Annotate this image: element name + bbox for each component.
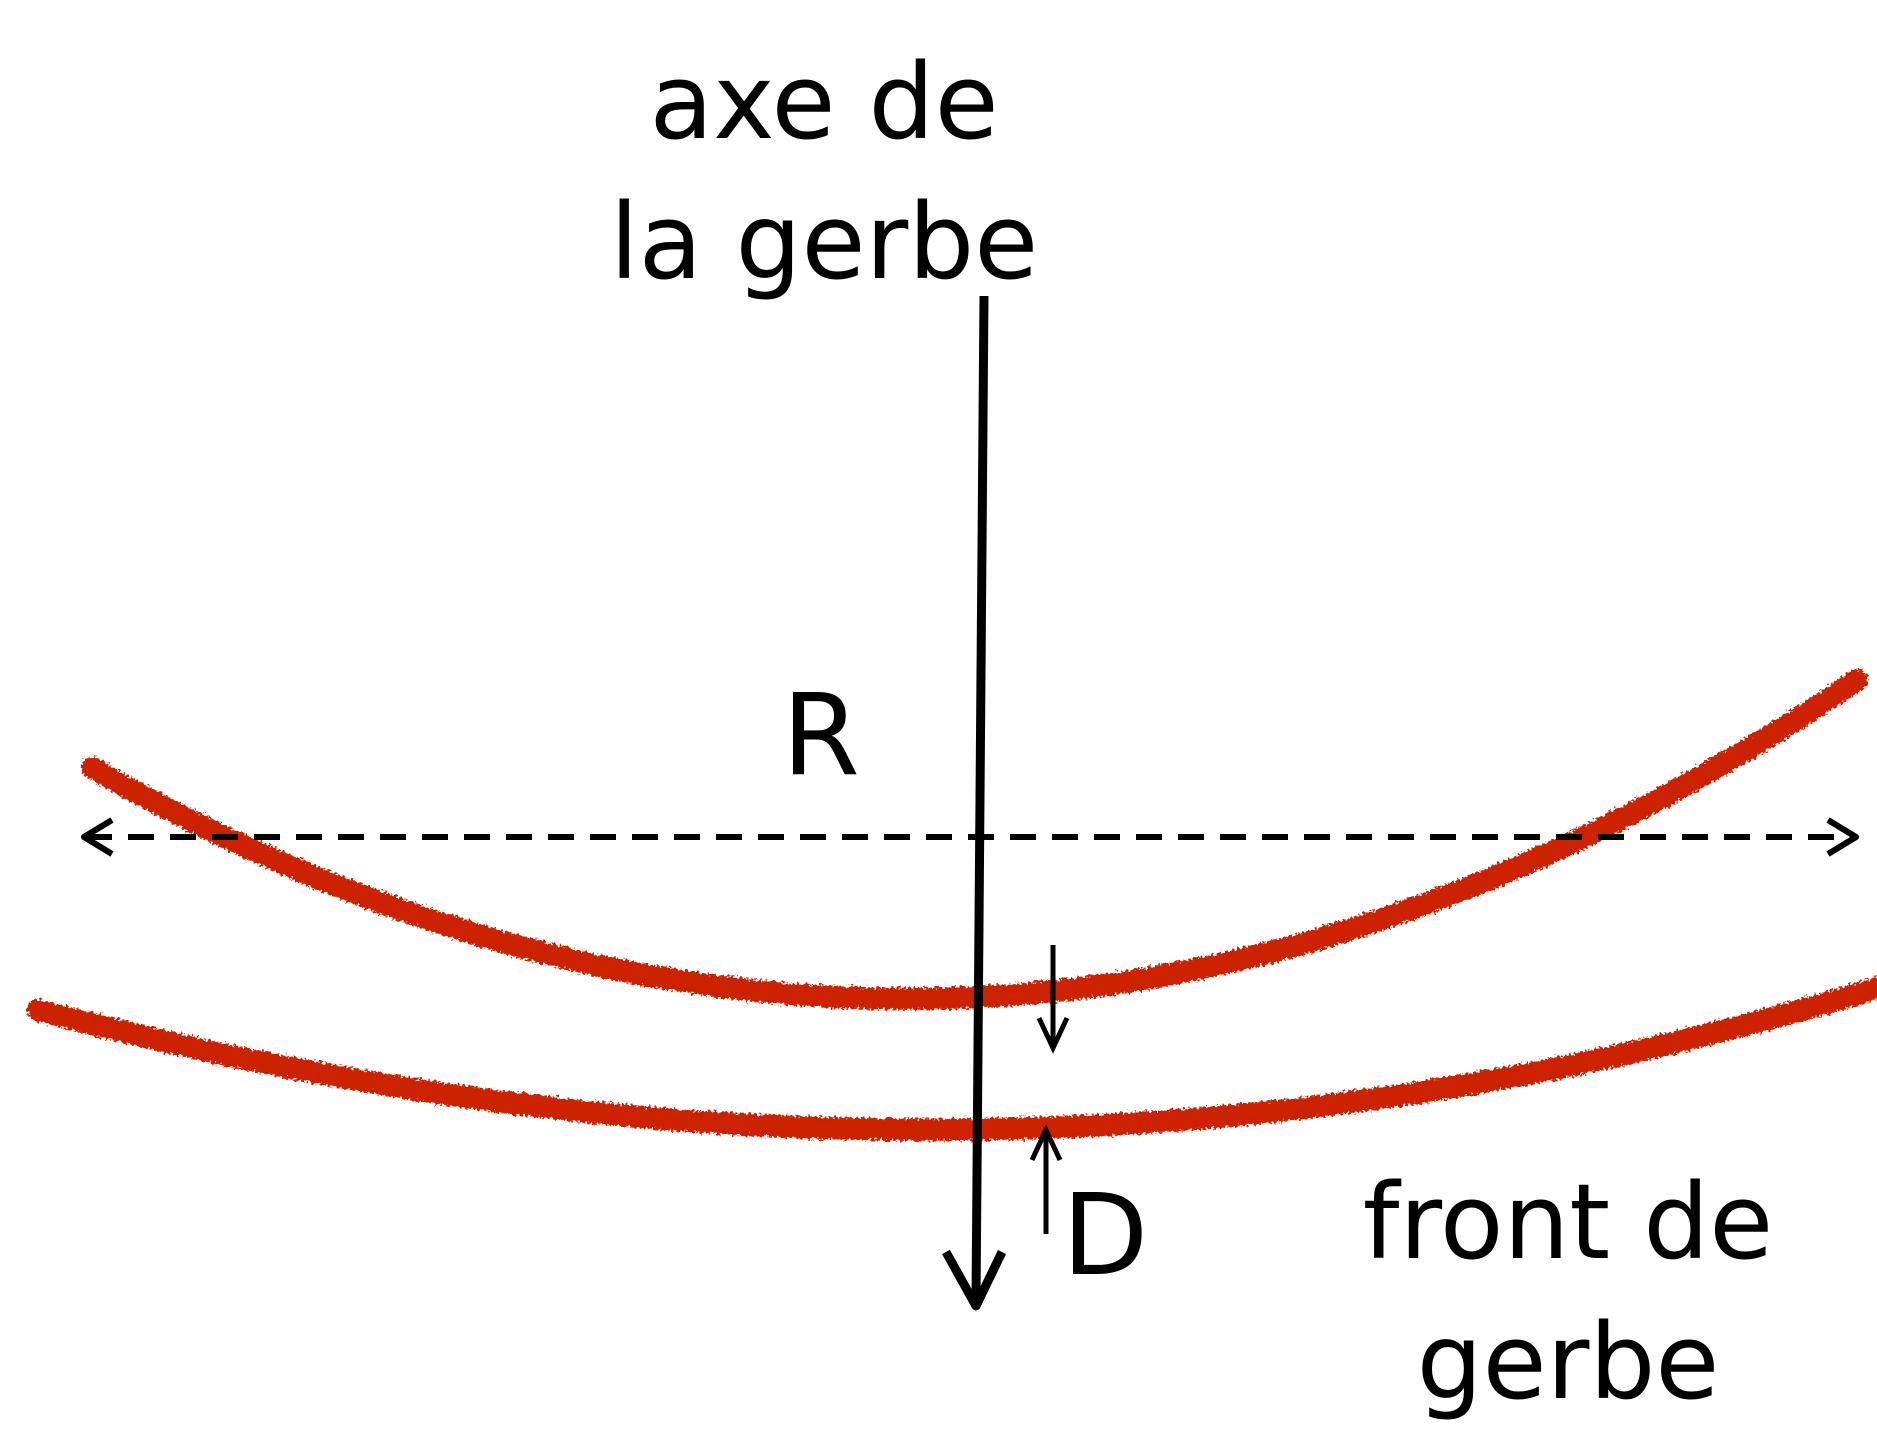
radius-arrow <box>81 817 1859 857</box>
shower-front-label-line1: front de <box>1362 1161 1774 1283</box>
shower-front-lower-curve <box>27 977 1877 1141</box>
radius-label: R <box>782 671 860 801</box>
shower-axis-arrow <box>942 295 1007 1311</box>
thickness-arrows <box>1029 945 1070 1234</box>
thickness-arrowhead-down <box>1036 1016 1070 1054</box>
radius-arrowhead-left <box>81 817 114 857</box>
shower-front-label-line2: gerbe <box>1416 1301 1720 1423</box>
shower-axis-label-line1: axe de <box>649 41 999 163</box>
shower-axis-label-line2: la gerbe <box>609 181 1039 303</box>
radius-arrowhead-right <box>1826 817 1859 857</box>
shower-axis-arrowhead <box>942 1249 1007 1311</box>
thickness-arrowhead-up <box>1029 1124 1063 1162</box>
thickness-label: D <box>1062 1171 1149 1301</box>
